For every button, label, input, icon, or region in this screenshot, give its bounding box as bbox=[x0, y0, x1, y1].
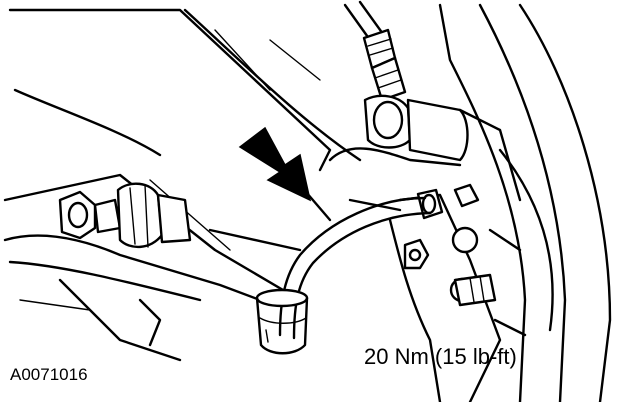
bushing-assembly bbox=[58, 182, 192, 249]
upper-body-structure bbox=[3, 8, 362, 302]
torque-specification-label: 20 Nm (15 lb-ft) bbox=[364, 344, 517, 369]
brake-caliper bbox=[328, 94, 522, 212]
figure-id-label: A0071016 bbox=[10, 365, 88, 384]
brake-rotor bbox=[438, 3, 612, 402]
lower-control-arm bbox=[3, 228, 302, 362]
fluid-container bbox=[255, 288, 309, 355]
brake-line-fitting bbox=[343, 0, 407, 102]
steering-knuckle bbox=[388, 183, 527, 402]
callout-arrow bbox=[238, 126, 332, 222]
